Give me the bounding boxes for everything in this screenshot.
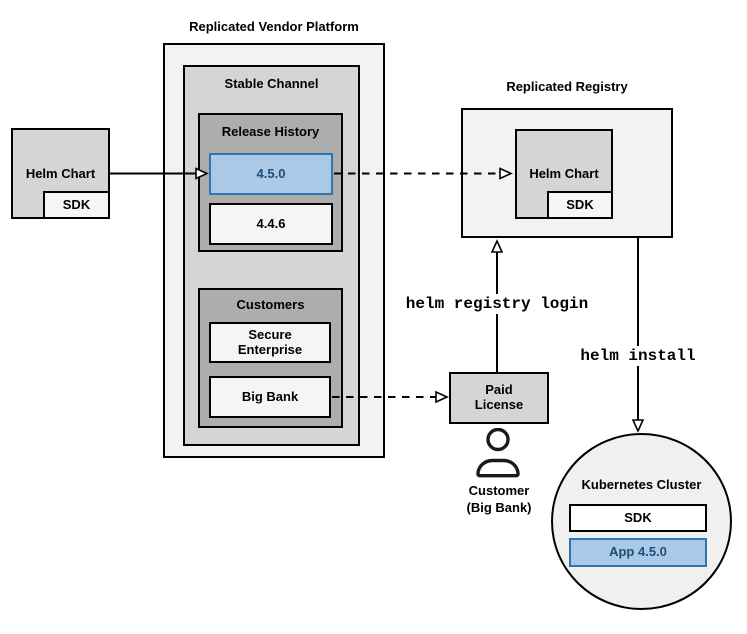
registry-title: Replicated Registry xyxy=(506,79,628,94)
cluster-app-box: App 4.5.0 xyxy=(569,538,707,567)
release-item-450: 4.5.0 xyxy=(209,153,333,195)
helm-registry-login-label: helm registry login xyxy=(402,294,592,314)
customer-label: Customer (Big Bank) xyxy=(466,483,532,515)
helm-install-label: helm install xyxy=(577,346,699,366)
platform-title: Replicated Vendor Platform xyxy=(189,19,359,34)
release-item-446: 4.4.6 xyxy=(209,203,333,245)
helm-chart-registry-label: Helm Chart xyxy=(529,166,599,181)
stable-channel-label: Stable Channel xyxy=(224,76,319,91)
cluster-sdk-box: SDK xyxy=(569,504,707,532)
customer-person-icon xyxy=(476,428,520,478)
customer-big-bank-box: Big Bank xyxy=(209,376,331,418)
paid-license-box: Paid License xyxy=(449,372,549,424)
customers-label: Customers xyxy=(236,297,305,312)
sdk-badge-source: SDK xyxy=(43,191,110,219)
sdk-badge-registry: SDK xyxy=(547,191,613,219)
customer-secure-enterprise-box: Secure Enterprise xyxy=(209,322,331,363)
helm-chart-source-label: Helm Chart xyxy=(25,166,96,181)
release-history-label: Release History xyxy=(221,124,320,139)
arrow-install-to-cluster xyxy=(631,238,645,433)
kubernetes-cluster-label: Kubernetes Cluster xyxy=(581,477,702,492)
